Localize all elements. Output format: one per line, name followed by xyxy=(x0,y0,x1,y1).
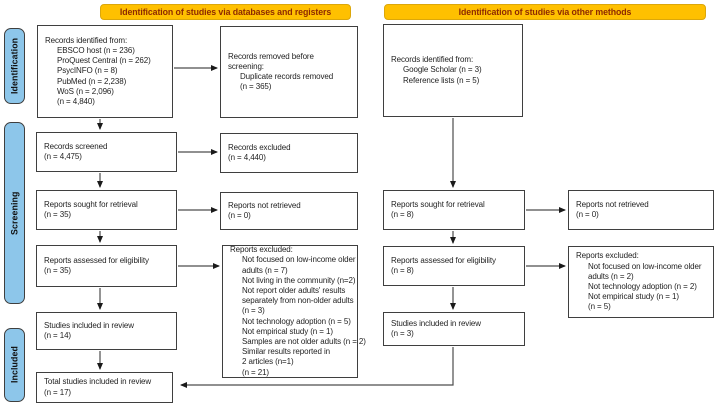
stage-label-screening: Screening xyxy=(4,122,25,304)
box-line: Reports sought for retrieval xyxy=(391,199,485,209)
box-line: PsycINFO (n = 8) xyxy=(57,66,118,76)
box-line: Not technology adoption (n = 2) xyxy=(588,282,697,291)
box-line: (n = 8) xyxy=(391,266,414,275)
box-line: Total studies included in review xyxy=(44,377,152,387)
box-line: (n = 4,475) xyxy=(44,152,82,161)
header-other-methods: Identification of studies via other meth… xyxy=(384,4,706,20)
box-line: EBSCO host (n = 236) xyxy=(57,45,135,55)
records-excluded-box: Records excluded(n = 4,440) xyxy=(220,133,358,173)
box-line: separately from non-older adults xyxy=(242,296,354,306)
stage-label-identification: Identification xyxy=(4,28,25,104)
box-line: (n = 21) xyxy=(242,367,269,377)
reports-excluded-other-box: Reports excluded:Not focused on low-inco… xyxy=(568,246,714,318)
box-line: Reports sought for retrieval xyxy=(44,199,138,209)
box-line: Not focused on low-income older xyxy=(588,261,702,271)
box-line: Similar results reported in xyxy=(242,347,330,357)
box-line: Duplicate records removed xyxy=(240,72,334,81)
records-identified-databases-box: Records identified from:EBSCO host (n = … xyxy=(37,25,173,118)
box-line: 2 articles (n=1) xyxy=(242,357,294,367)
box-line: (n = 8) xyxy=(391,210,414,219)
reports-assessed-eligibility-other-box: Reports assessed for eligibility(n = 8) xyxy=(383,246,525,286)
box-line: WoS (n = 2,096) xyxy=(57,86,114,96)
reports-not-retrieved-other-box: Reports not retrieved(n = 0) xyxy=(568,190,714,230)
box-line: (n = 0) xyxy=(228,211,251,220)
box-line: Records excluded xyxy=(228,142,291,152)
reports-sought-retrieval-databases-box: Reports sought for retrieval(n = 35) xyxy=(36,190,177,230)
box-line: (n = 17) xyxy=(44,387,71,397)
box-line: (n = 5) xyxy=(588,302,611,312)
box-line: Records identified from: xyxy=(391,55,474,65)
box-line: Not empirical study (n = 1) xyxy=(242,326,333,336)
box-line: Not focused on low-income older xyxy=(242,255,356,265)
box-line: Records screened xyxy=(44,141,108,151)
box-line: (n = 35) xyxy=(44,210,71,219)
box-line: Records identified from: xyxy=(45,35,128,45)
box-line: (n = 35) xyxy=(44,266,71,275)
box-line: Not technology adoption (n = 5) xyxy=(242,316,351,326)
box-line: (n = 365) xyxy=(240,82,272,92)
box-line: (n = 4,440) xyxy=(228,153,266,162)
header-databases-registers: Identification of studies via databases … xyxy=(100,4,351,20)
box-line: PubMed (n = 2,238) xyxy=(57,76,127,86)
box-line: Not report older adults' results xyxy=(242,286,346,295)
box-line: adults (n = 2) xyxy=(588,271,634,281)
box-line: Google Scholar (n = 3) xyxy=(403,65,482,75)
reports-sought-retrieval-other-box: Reports sought for retrieval(n = 8) xyxy=(383,190,525,230)
box-line: Samples are not older adults (n = 2) xyxy=(242,337,366,347)
box-line: Reports not retrieved xyxy=(228,200,301,210)
box-line: Records removed before xyxy=(228,51,314,61)
box-line: ProQuest Central (n = 262) xyxy=(57,56,151,66)
box-line: Reports not retrieved xyxy=(576,199,649,209)
box-line: Not empirical study (n = 1) xyxy=(588,292,679,302)
stage-label-included: Included xyxy=(4,328,25,402)
studies-included-databases-box: Studies included in review(n = 14) xyxy=(36,312,177,350)
box-line: (n = 3) xyxy=(242,306,265,316)
box-line: Not living in the community (n=2) xyxy=(242,275,356,285)
box-line: Reports excluded: xyxy=(576,251,639,261)
box-line: Reports excluded: xyxy=(230,245,293,255)
box-line: Studies included in review xyxy=(44,320,134,330)
records-screened-box: Records screened(n = 4,475) xyxy=(36,132,177,172)
box-line: (n = 4,840) xyxy=(57,97,95,106)
box-line: (n = 0) xyxy=(576,210,599,219)
box-line: adults (n = 7) xyxy=(242,265,288,275)
box-line: screening: xyxy=(228,61,264,71)
box-line: (n = 3) xyxy=(391,329,414,338)
box-line: Reports assessed for eligibility xyxy=(44,255,149,265)
box-line: Studies included in review xyxy=(391,318,481,328)
box-line: Reference lists (n = 5) xyxy=(403,75,480,85)
studies-included-other-box: Studies included in review(n = 3) xyxy=(383,312,525,346)
reports-excluded-databases-box: Reports excluded:Not focused on low-inco… xyxy=(222,245,366,378)
total-studies-included-box: Total studies included in review(n = 17) xyxy=(36,372,173,403)
box-line: Reports assessed for eligibility xyxy=(391,255,496,265)
reports-assessed-eligibility-databases-box: Reports assessed for eligibility(n = 35) xyxy=(36,245,177,287)
reports-not-retrieved-databases-box: Reports not retrieved(n = 0) xyxy=(220,192,358,230)
box-line: (n = 14) xyxy=(44,331,71,340)
records-identified-other-box: Records identified from:Google Scholar (… xyxy=(383,24,523,117)
